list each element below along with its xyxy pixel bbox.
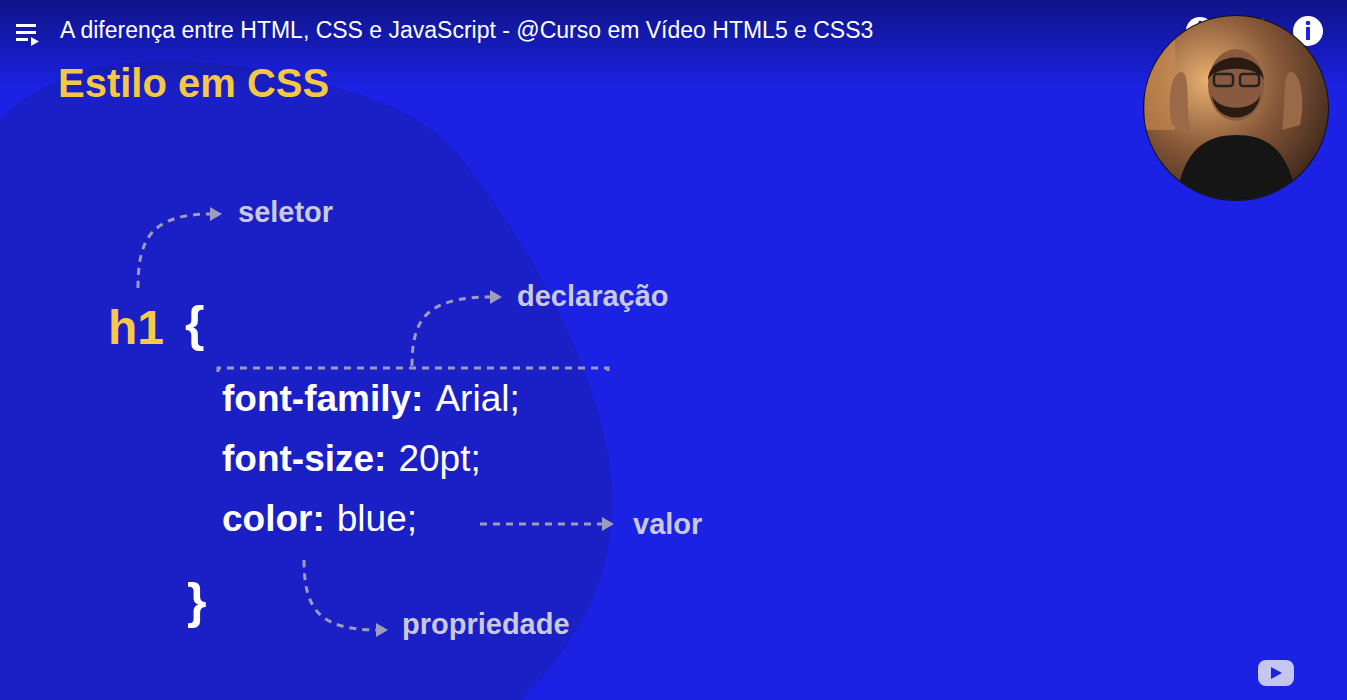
css-value: Arial; (435, 378, 519, 421)
leader-lines (138, 214, 608, 630)
css-value: 20pt; (398, 438, 480, 481)
value-leader (480, 523, 604, 526)
youtube-logo (1258, 660, 1294, 686)
css-property: color: (222, 498, 325, 541)
declaration-bracket (218, 368, 608, 372)
background-blob (0, 61, 612, 700)
css-brace: } (187, 573, 206, 631)
slide-title: Estilo em CSS (58, 60, 329, 106)
css-brace: { (185, 296, 204, 354)
selector-leader (138, 214, 212, 288)
css-property: font-size: (222, 438, 386, 481)
webcam-bubble (1140, 14, 1334, 210)
css-value: blue; (337, 498, 417, 541)
css-property: font-family: (222, 378, 423, 421)
playlist-icon (16, 24, 39, 46)
annotation-label: propriedade (402, 608, 570, 641)
video-title: A diferença entre HTML, CSS e JavaScript… (60, 17, 873, 43)
annotation-label: declaração (517, 280, 669, 313)
property-leader (304, 560, 378, 630)
declaration-leader (412, 297, 492, 366)
annotation-label: seletor (238, 196, 333, 229)
css-selector: h1 (108, 300, 164, 355)
annotation-label: valor (633, 508, 702, 541)
leader-arrowheads (210, 207, 614, 637)
